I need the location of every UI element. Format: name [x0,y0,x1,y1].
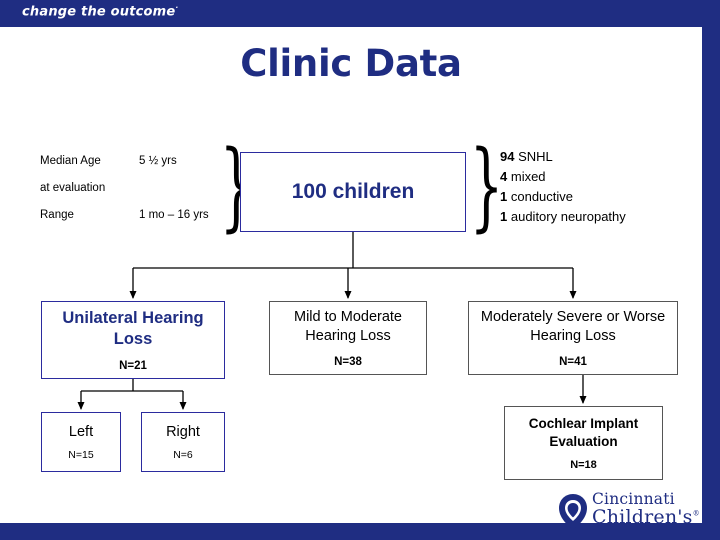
box-total-children: 100 children [240,152,466,232]
box-right-ear: Right N=6 [141,412,225,472]
logo-line-2-text: Children's [592,505,693,528]
box-cochlear-count: N=18 [570,459,597,472]
box-left-title: Left [68,423,94,440]
top-banner: change the outcome· [0,0,720,27]
box-severe-count: N=41 [559,355,587,368]
box-left-ear: Left N=15 [41,412,121,472]
right-brace-decoration: } [469,130,504,242]
box-severe-title: Moderately Severe or Worse Hearing Loss [480,309,666,344]
box-moderately-severe-hearing-loss: Moderately Severe or Worse Hearing Loss … [468,301,678,375]
box-mild-moderate-hearing-loss: Mild to Moderate Hearing Loss N=38 [269,301,427,375]
etiology-item: 1 auditory neuropathy [500,207,626,227]
brand-tagline-text: change the outcome [22,4,176,20]
etiology-item: 4 mixed [500,167,626,187]
range-label: Range [40,209,74,221]
box-left-count: N=15 [68,448,94,461]
cincinnati-childrens-logo: Cincinnati Children's® [556,491,700,534]
box-unilateral-hearing-loss: Unilateral Hearing Loss N=21 [41,301,225,379]
median-age-sub-label: at evaluation [40,182,106,194]
box-total-title: 100 children [291,180,415,203]
box-cochlear-title: Cochlear Implant Evaluation [528,415,639,449]
logo-wordmark: Cincinnati Children's® [592,490,700,528]
etiology-item: 1 conductive [500,187,626,207]
box-unilateral-count: N=21 [119,359,147,372]
etiology-label: mixed [510,169,546,185]
etiology-label: auditory neuropathy [510,209,626,225]
etiology-label: conductive [510,189,574,205]
box-right-count: N=6 [173,448,193,461]
etiology-count: 1 [500,209,508,225]
range-value: 1 mo – 16 yrs [139,209,209,221]
box-mild-count: N=38 [334,355,362,368]
box-right-title: Right [166,423,200,440]
logo-registered-mark: ® [692,509,700,518]
etiology-count: 4 [500,169,508,185]
brand-tagline: change the outcome· [22,4,178,19]
bottom-border-bar [0,523,720,540]
right-border-bar [702,27,720,540]
logo-line-2: Children's® [592,505,700,528]
logo-mark-icon [559,494,587,530]
etiology-count: 94 [500,149,515,164]
median-age-value: 5 ½ yrs [139,155,177,167]
etiology-label: SNHL [518,149,553,164]
page-title: Clinic Data [240,42,462,85]
box-unilateral-title: Unilateral Hearing Loss [62,309,204,348]
median-age-label: Median Age [40,155,101,167]
logo-line-1: Cincinnati [592,490,675,508]
box-cochlear-implant-evaluation: Cochlear Implant Evaluation N=18 [504,406,663,480]
etiology-count: 1 [500,189,508,205]
etiology-item: 94 SNHL [500,147,626,167]
etiology-list: 94 SNHL 4 mixed 1 conductive 1 auditory … [500,147,626,228]
brand-tagline-mark: · [175,4,179,12]
box-mild-title: Mild to Moderate Hearing Loss [294,309,402,344]
